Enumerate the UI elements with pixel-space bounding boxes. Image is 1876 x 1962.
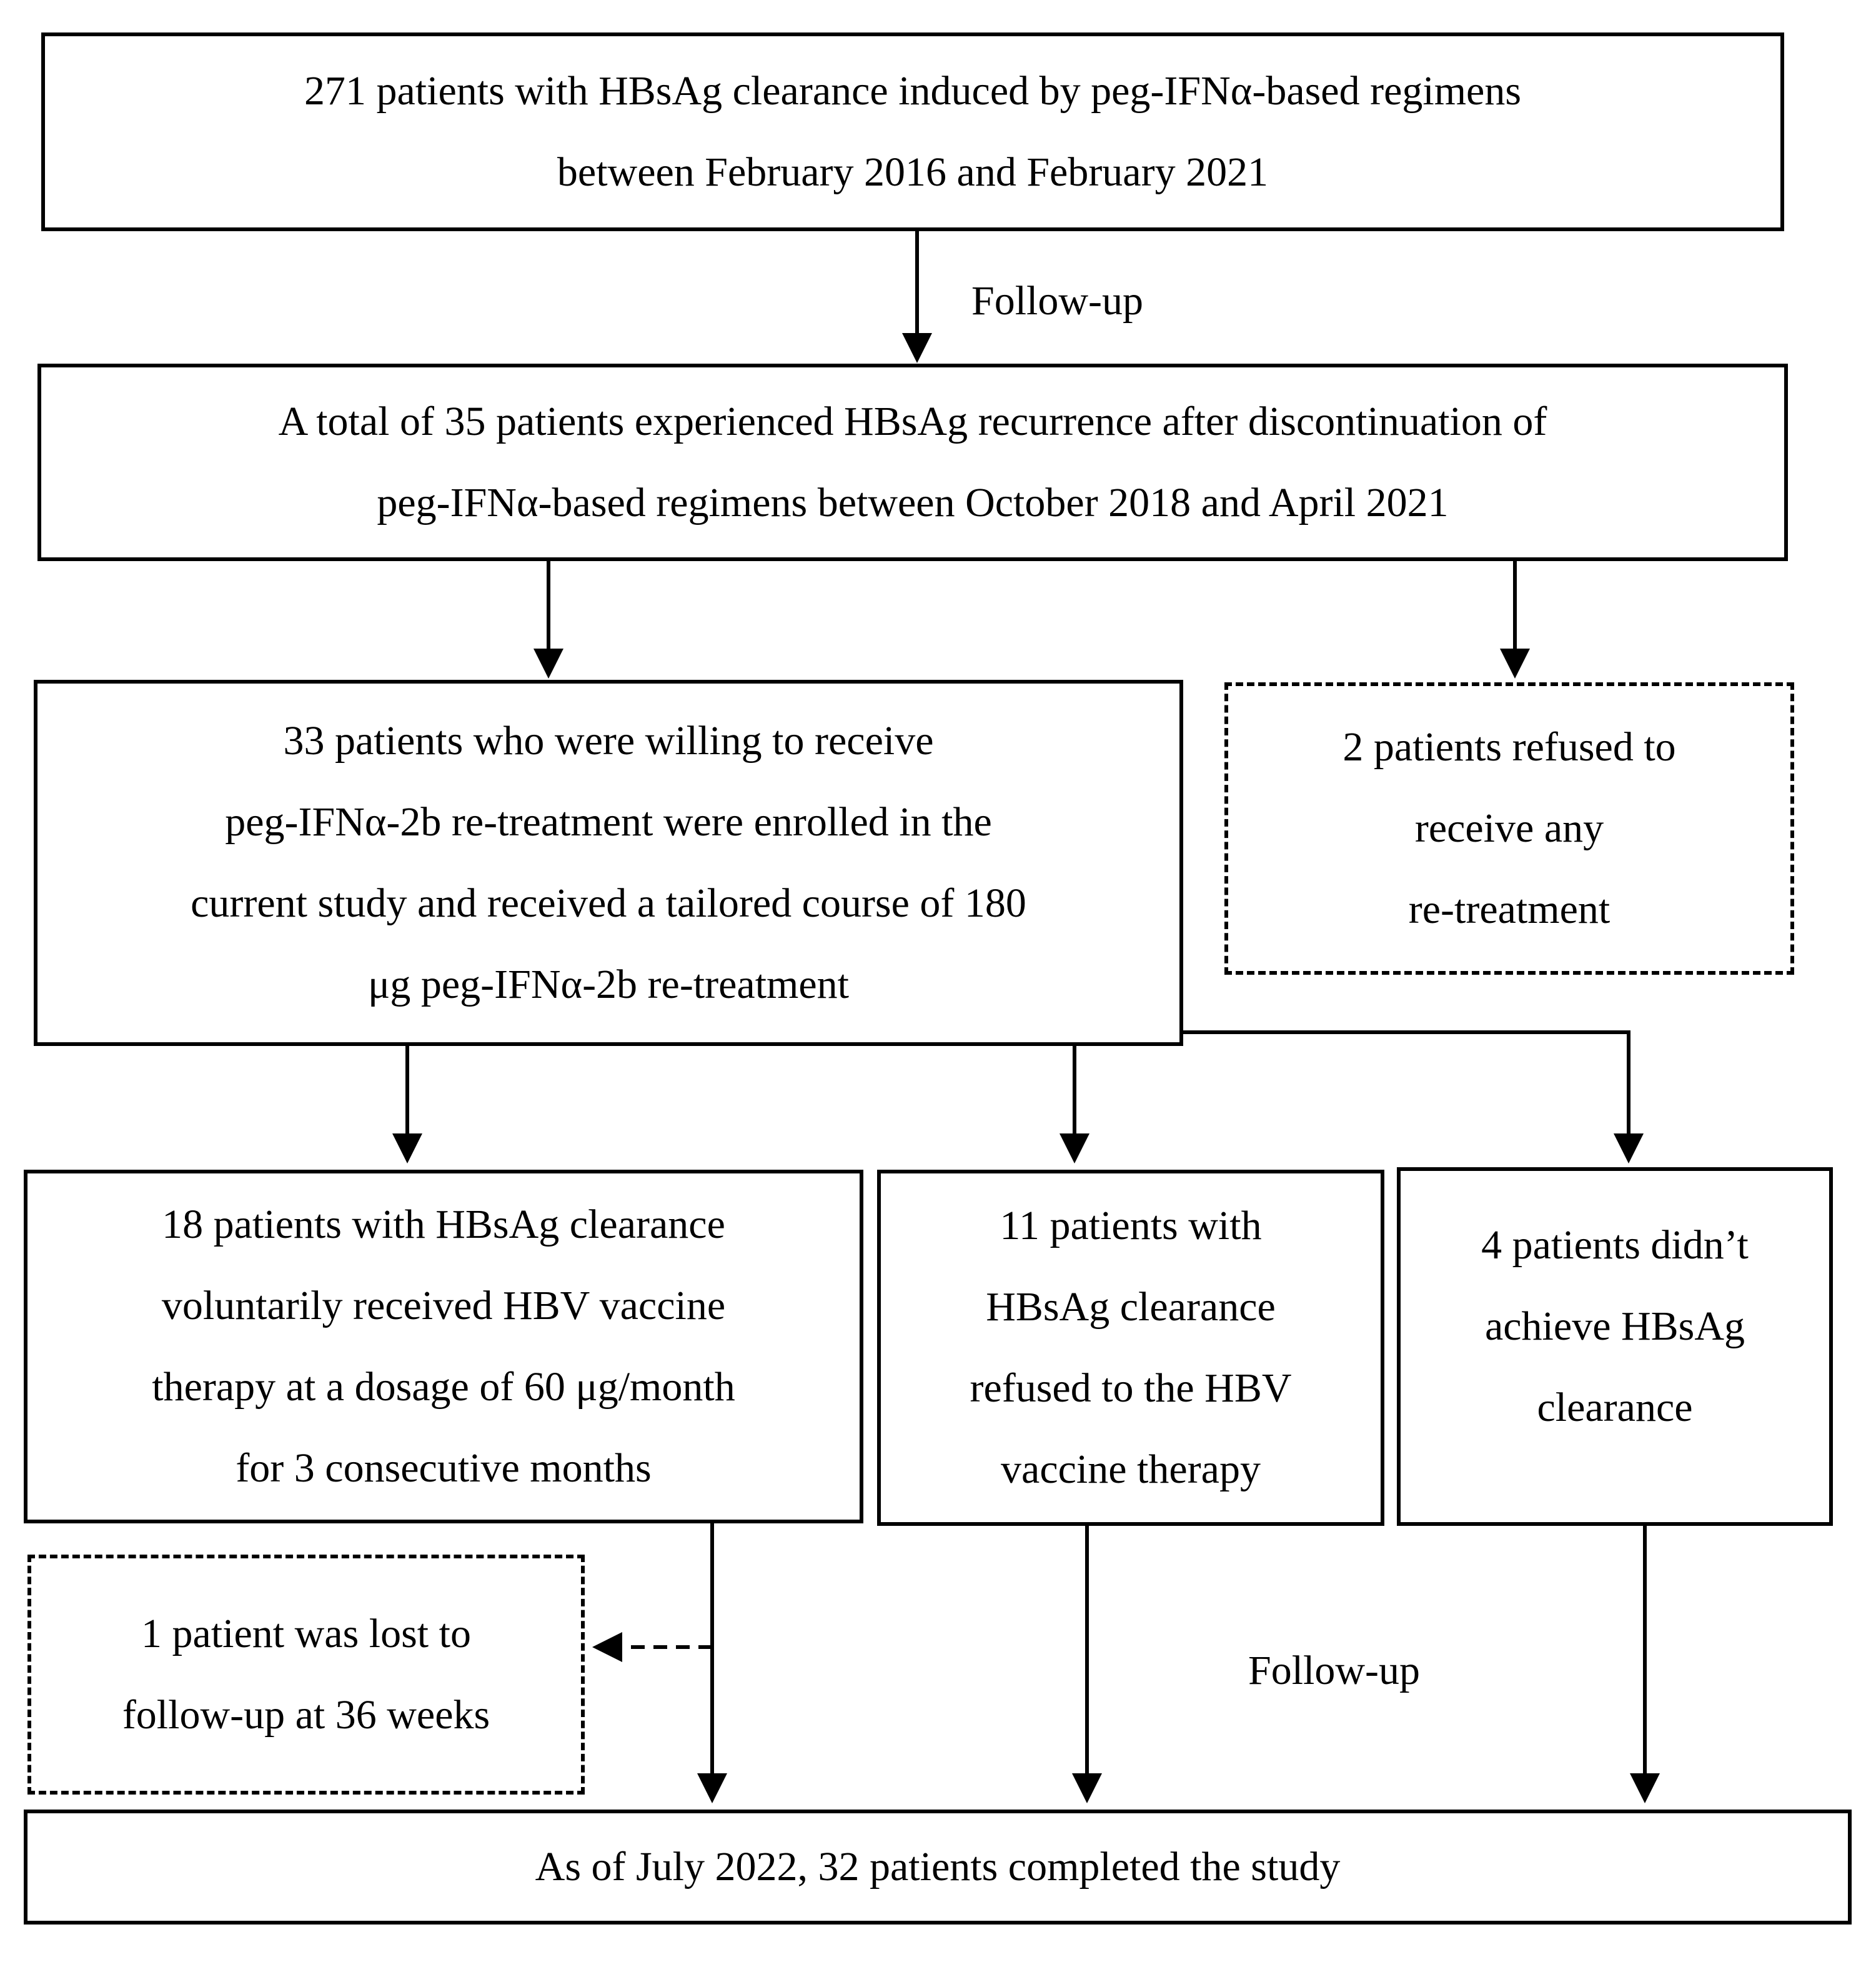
box-line: current study and received a tailored co… <box>191 880 1026 926</box>
box-no-clearance-group: 4 patients didn’t achieve HBsAg clearanc… <box>1397 1167 1833 1526</box>
arrow-enrolled-to-no-clearance <box>1182 1030 1644 1163</box>
box-line: therapy at a dosage of 60 μg/month <box>152 1364 735 1410</box>
box-line: achieve HBsAg <box>1484 1303 1745 1349</box>
box-line: μg peg-IFNα-2b re-treatment <box>367 962 850 1007</box>
box-line: As of July 2022, 32 patients completed t… <box>535 1844 1341 1890</box>
box-recurrence-patients: A total of 35 patients experienced HBsAg… <box>37 364 1788 561</box>
box-line: for 3 consecutive months <box>236 1445 652 1491</box>
followup-label-top: Follow-up <box>971 278 1144 324</box>
box-line: vaccine therapy <box>1001 1447 1261 1492</box>
box-line: 11 patients with <box>1000 1203 1262 1248</box>
box-lost-followup: 1 patient was lost to follow-up at 36 we… <box>27 1555 585 1795</box>
box-line: peg-IFNα-2b re-treatment were enrolled i… <box>225 799 992 845</box>
box-line: voluntarily received HBV vaccine <box>161 1283 726 1328</box>
box-line: peg-IFNα-based regimens between October … <box>377 480 1449 525</box>
box-enrolled-patients: 33 patients who were willing to receive … <box>34 680 1183 1046</box>
box-line: 2 patients refused to <box>1342 724 1676 770</box>
box-no-vaccine-group: 11 patients with HBsAg clearance refused… <box>877 1170 1384 1526</box>
box-line: re-treatment <box>1408 887 1610 932</box>
box-line: 18 patients with HBsAg clearance <box>162 1202 725 1247</box>
box-line: HBsAg clearance <box>986 1284 1276 1330</box>
box-line: between February 2016 and February 2021 <box>557 149 1269 195</box>
box-line: follow-up at 36 weeks <box>122 1692 490 1738</box>
box-line: 1 patient was lost to <box>141 1611 471 1656</box>
box-line: receive any <box>1414 805 1604 851</box>
box-line: 4 patients didn’t <box>1481 1222 1749 1268</box>
box-line: 271 patients with HBsAg clearance induce… <box>304 68 1522 114</box>
box-screened-patients: 271 patients with HBsAg clearance induce… <box>41 32 1784 231</box>
box-completed: As of July 2022, 32 patients completed t… <box>24 1810 1852 1925</box>
box-line: clearance <box>1537 1385 1693 1430</box>
box-refused-retreatment: 2 patients refused to receive any re-tre… <box>1224 682 1794 975</box>
box-vaccine-group: 18 patients with HBsAg clearance volunta… <box>24 1170 863 1523</box>
box-line: A total of 35 patients experienced HBsAg… <box>278 399 1547 444</box>
box-line: refused to the HBV <box>970 1365 1292 1411</box>
followup-label-bottom: Follow-up <box>1248 1648 1421 1693</box>
box-line: 33 patients who were willing to receive <box>283 718 934 764</box>
